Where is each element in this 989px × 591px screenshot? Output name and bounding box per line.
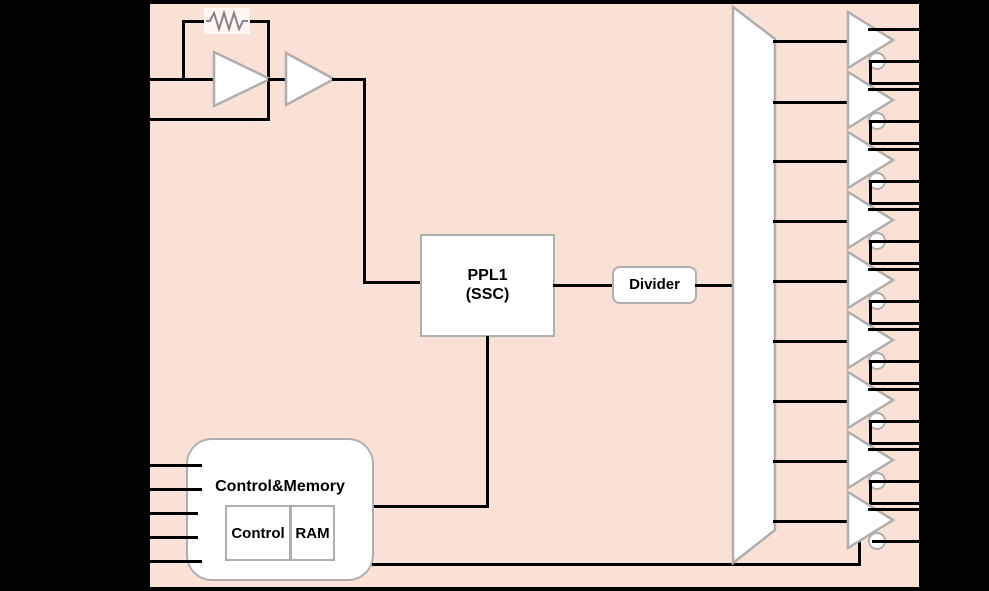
wire-tap-9 [773,520,850,523]
wire-osc-to-pll-in [363,281,423,284]
wire-out-2-n-drop [869,120,872,144]
pll-block[interactable]: PPL1 (SSC) [420,234,555,337]
wire-out-2-n-rail [869,142,919,145]
wire-out-4-n [872,240,919,243]
wire-tap-2 [773,101,850,104]
wire-out-5-n-rail [869,322,919,325]
wire-feedback-top-right [248,20,270,23]
wire-tap-3 [773,160,850,163]
wire-out-1-n-drop [869,60,872,84]
osc-buffer-2 [284,50,346,108]
wire-out-3-n-drop [869,180,872,204]
wire-out-7-n-rail [869,442,919,445]
wire-out-1-p [868,28,919,31]
wire-pll-to-control-down [486,336,489,508]
pin-ctrl-5-wire [150,560,202,563]
wire-tap-7 [773,400,850,403]
wire-out-3-p [868,148,919,151]
control-cell[interactable]: Control [225,505,291,561]
pll-label-line1: PPL1 [467,266,508,284]
wire-out-6-n-rail [869,382,919,385]
wire-control-to-buffer9-up [858,541,861,566]
osc-inverter-1 [212,48,274,110]
feedback-resistor [204,8,250,34]
fanout-buffer[interactable] [728,2,783,572]
wire-pll-to-control-left [372,505,489,508]
wire-out-5-n-drop [869,300,872,324]
divider-label: Divider [629,276,680,294]
wire-osc-to-pll-down [363,78,366,284]
wire-out-4-n-drop [869,240,872,264]
wire-out-4-n-rail [869,262,919,265]
control-memory-block[interactable]: Control&Memory Control RAM [186,438,374,581]
wire-pll-to-divider [553,284,615,287]
wire-feedback-top-left [182,20,216,23]
wire-feedback-right-down [267,20,270,81]
wire-out-5-p [868,268,919,271]
wire-out-7-p [868,388,919,391]
wire-out-6-n-drop [869,360,872,384]
wire-out-6-n [872,360,919,363]
wire-tap-6 [773,340,850,343]
wire-control-bottom-right [372,563,861,566]
ram-cell-label: RAM [295,524,330,542]
pin-xin-wire [150,78,218,81]
wire-tap-8 [773,460,850,463]
wire-out-6-p [868,328,919,331]
wire-out-2-n [872,120,919,123]
wire-osc-stage-link [268,78,286,81]
pin-xout-wire [150,118,270,121]
wire-out-7-n [872,420,919,423]
divider-block[interactable]: Divider [612,266,697,304]
wire-xout-up [267,81,270,121]
panel-top-edge [150,0,919,4]
wire-out-3-n-rail [869,202,919,205]
wire-out-5-n [872,300,919,303]
wire-tap-5 [773,280,850,283]
wire-out-1-n [872,60,919,63]
wire-out-9-p [868,508,919,511]
pin-ctrl-3-wire [150,512,198,515]
wire-out-9-n [872,540,919,543]
wire-out-7-n-drop [869,420,872,444]
wire-out-1-n-rail [869,82,919,85]
wire-out-2-p [868,88,919,91]
pin-ctrl-4-wire [150,536,198,539]
wire-out-8-n [872,480,919,483]
wire-out-3-n [872,180,919,183]
ram-cell[interactable]: RAM [290,505,335,561]
wire-out-8-p [868,448,919,451]
wire-out-8-n-drop [869,480,872,504]
wire-divider-to-fanout [695,284,740,287]
pin-ctrl-2-wire [150,488,202,491]
control-memory-title: Control&Memory [215,478,345,495]
wire-tap-1 [773,40,850,43]
wire-tap-4 [773,220,850,223]
wire-osc-out [332,78,366,81]
output-buffer-2[interactable] [845,69,925,131]
wire-out-4-p [868,208,919,211]
wire-feedback-left-down [182,20,185,79]
pin-ctrl-1-wire [150,464,202,467]
control-cell-label: Control [231,524,285,542]
pll-label-line2: (SSC) [465,285,510,303]
wire-out-8-n-rail [869,502,919,505]
panel-bottom-edge [150,587,919,591]
